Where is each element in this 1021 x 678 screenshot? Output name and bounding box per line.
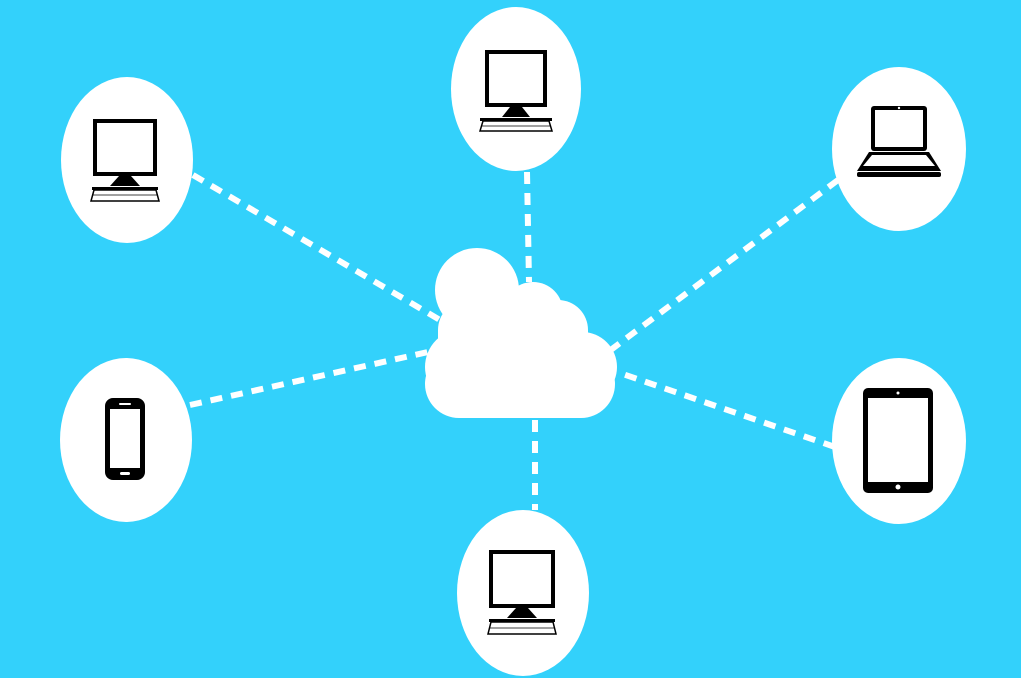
link-top-left (191, 172, 442, 323)
cloud-icon (425, 248, 617, 418)
desktop-computer-icon (487, 550, 557, 635)
link-top (524, 171, 532, 283)
link-top-right (606, 177, 840, 355)
desktop-computer-icon (478, 50, 554, 132)
smartphone-icon (105, 398, 145, 480)
node-bottom (457, 510, 589, 676)
node-top-left (61, 77, 193, 243)
links (189, 171, 840, 510)
node-left (60, 358, 192, 522)
node-right (832, 358, 966, 524)
laptop-icon (857, 106, 941, 177)
node-top (451, 7, 581, 171)
desktop-computer-icon (90, 119, 160, 202)
tablet-icon (863, 388, 933, 493)
node-top-right (832, 67, 966, 231)
link-right (616, 369, 836, 450)
